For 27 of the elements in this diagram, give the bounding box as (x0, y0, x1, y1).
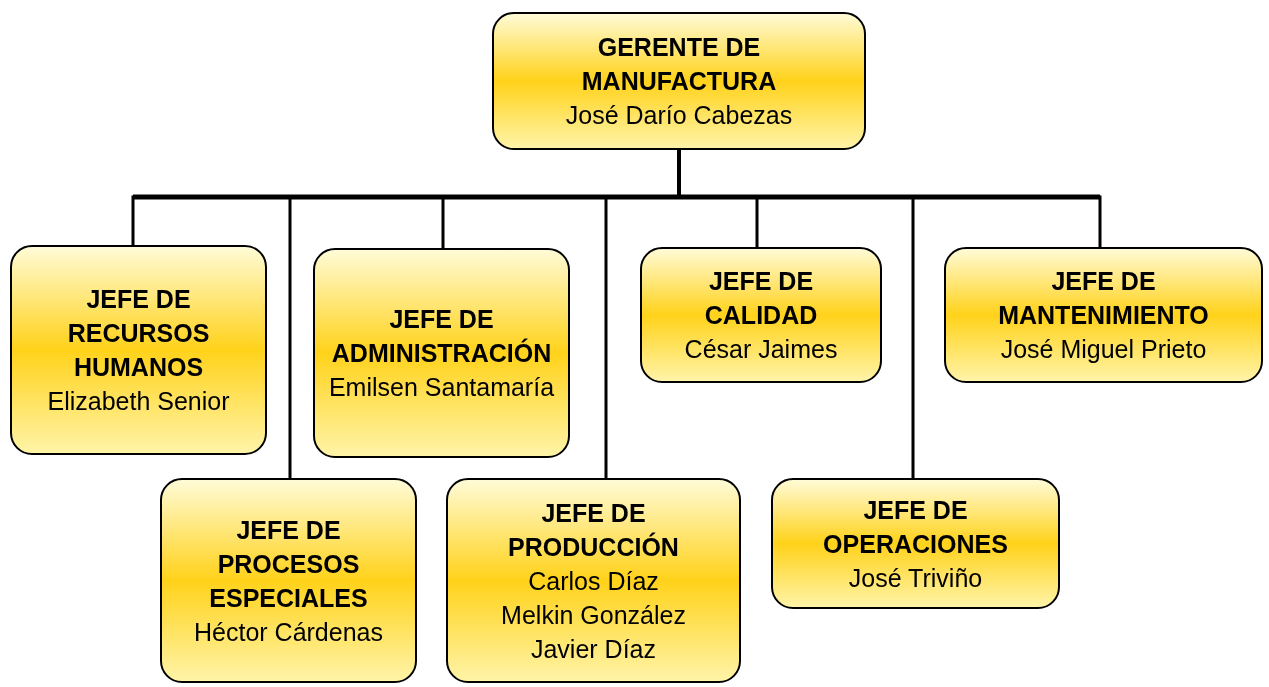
person-name: Javier Díaz (530, 633, 656, 665)
org-box (944, 247, 1263, 383)
org-box (640, 247, 882, 383)
person-name: José Miguel Prieto (1000, 334, 1207, 365)
org-box (10, 245, 267, 455)
person-name: Elizabeth Senior (47, 386, 230, 417)
job-title: JEFE DE MANTENIMIENTO (997, 266, 1210, 331)
org-box (492, 12, 866, 150)
job-title: GERENTE DE MANUFACTURA (580, 32, 778, 97)
job-title: JEFE DE PROCESOS ESPECIALES (208, 514, 369, 614)
org-box (771, 478, 1060, 609)
job-title: JEFE DE OPERACIONES (822, 494, 1009, 560)
org-box (446, 478, 741, 683)
job-title: JEFE DE ADMINISTRACIÓN (330, 304, 553, 369)
job-title: JEFE DE PRODUCCIÓN (507, 497, 680, 563)
connector-line (677, 150, 1102, 247)
person-name: Melkin González (501, 599, 686, 631)
job-title: JEFE DE CALIDAD (703, 266, 819, 331)
org-box (313, 248, 570, 458)
person-name: José Darío Cabezas (565, 100, 793, 131)
person-name: José Triviño (848, 562, 983, 594)
job-title: JEFE DE RECURSOS HUMANOS (66, 284, 211, 383)
person-name: Carlos Díaz (528, 565, 659, 597)
person-name: César Jaimes (684, 334, 838, 365)
person-name: Emilsen Santamaría (328, 372, 555, 403)
org-box (160, 478, 417, 683)
person-name: Héctor Cárdenas (194, 616, 383, 648)
